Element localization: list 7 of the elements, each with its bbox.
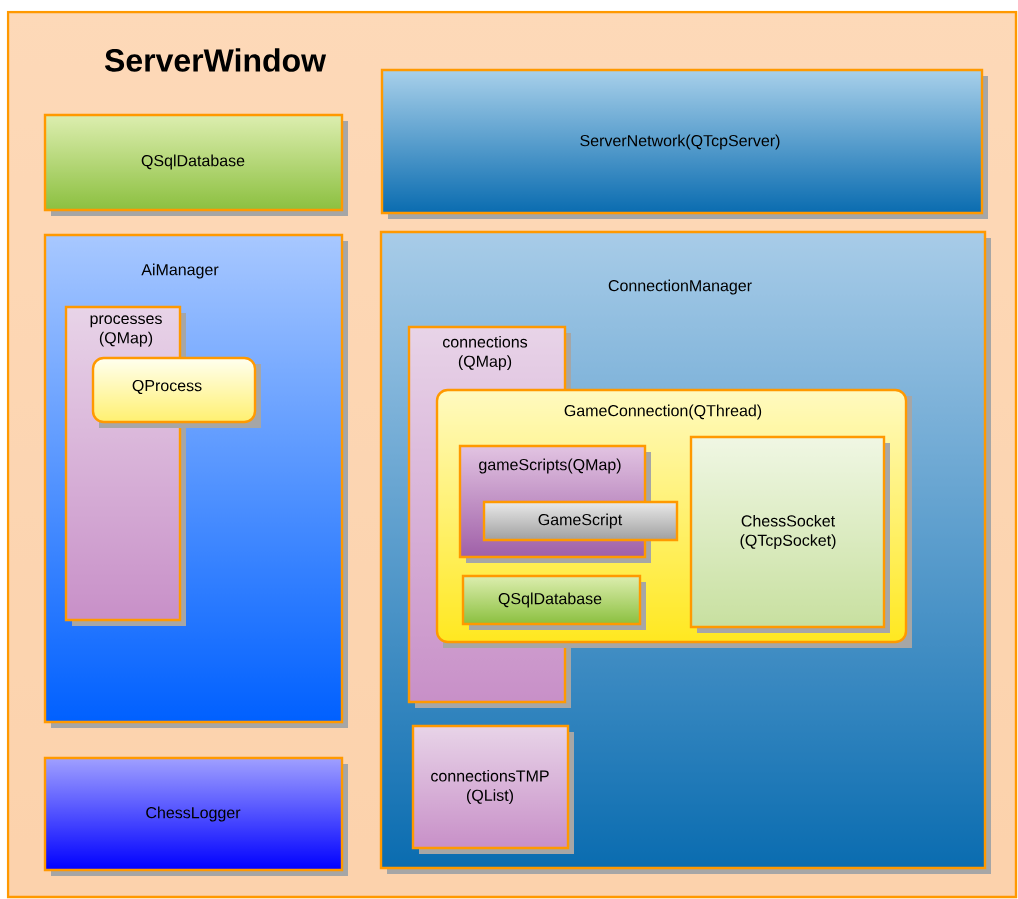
component-box: ChessLogger	[43, 756, 348, 876]
component-box: ChessSocket (QTcpSocket)	[689, 435, 890, 633]
component-box: QSqlDatabase	[43, 113, 348, 216]
component-box: connectionsTMP (QList)	[411, 724, 574, 854]
component-box: QSqlDatabase	[461, 574, 646, 630]
component-box: ServerNetwork(QTcpServer)	[380, 68, 988, 219]
rounded-box: QProcess	[91, 356, 261, 428]
